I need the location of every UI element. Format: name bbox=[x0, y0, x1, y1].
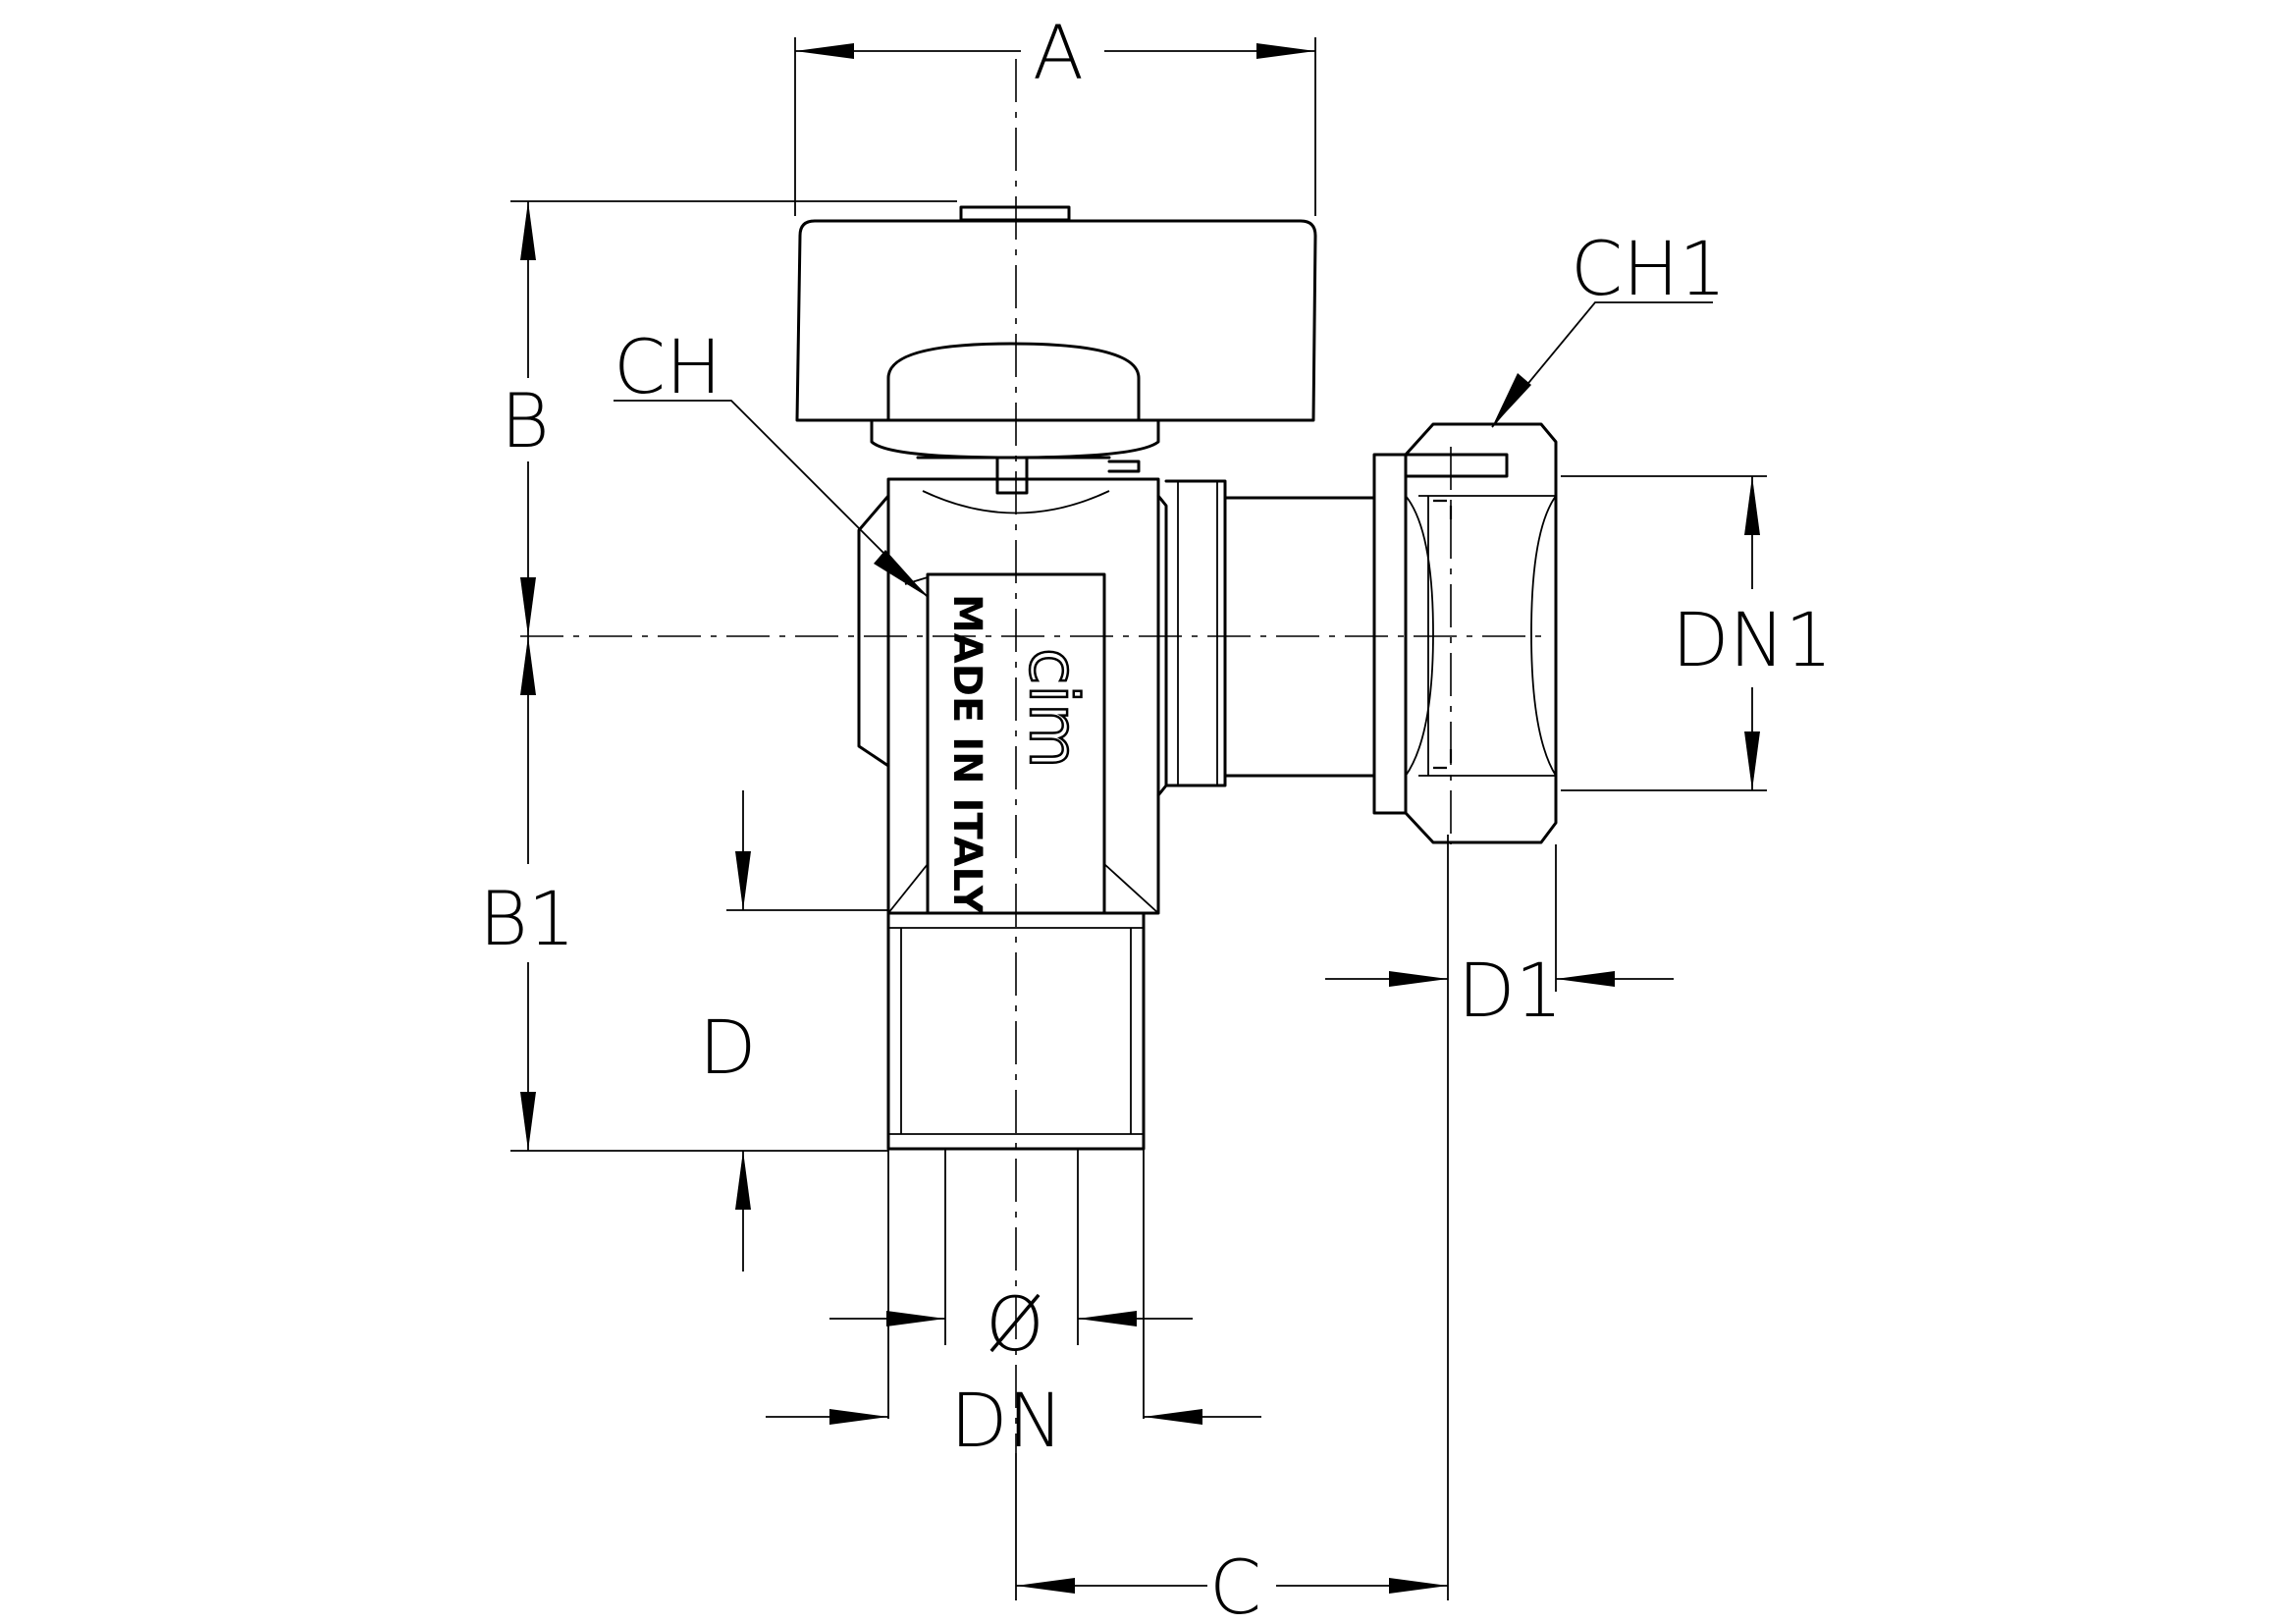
side-outlet bbox=[1164, 479, 1376, 787]
dimension-lines bbox=[520, 43, 1760, 1594]
label-diameter: Ø bbox=[986, 1280, 1044, 1368]
origin-stamp: MADE IN ITALY bbox=[944, 594, 989, 915]
label-d1: D1 bbox=[1458, 947, 1563, 1034]
label-b1: B1 bbox=[479, 875, 575, 962]
label-ch1: CH1 bbox=[1571, 225, 1727, 312]
label-ch: CH bbox=[614, 323, 721, 410]
label-d: D bbox=[699, 1003, 757, 1091]
leader-lines bbox=[614, 301, 1713, 598]
label-a: A bbox=[1033, 9, 1084, 96]
dimension-labels: A B B1 CH CH1 DN1 D1 D Ø DN C bbox=[479, 9, 1833, 1624]
label-b: B bbox=[501, 377, 550, 464]
valve-body bbox=[857, 477, 1168, 915]
label-dn: DN bbox=[950, 1377, 1063, 1464]
union-nut bbox=[1372, 422, 1558, 844]
extension-lines bbox=[510, 37, 1767, 1600]
label-dn1: DN1 bbox=[1672, 596, 1833, 683]
brand-logo: cim bbox=[1014, 648, 1092, 769]
center-lines bbox=[520, 59, 1551, 1453]
label-c: C bbox=[1209, 1543, 1261, 1624]
valve-handle bbox=[795, 205, 1317, 495]
body-marking: MADE IN ITALY cim bbox=[944, 594, 1093, 915]
